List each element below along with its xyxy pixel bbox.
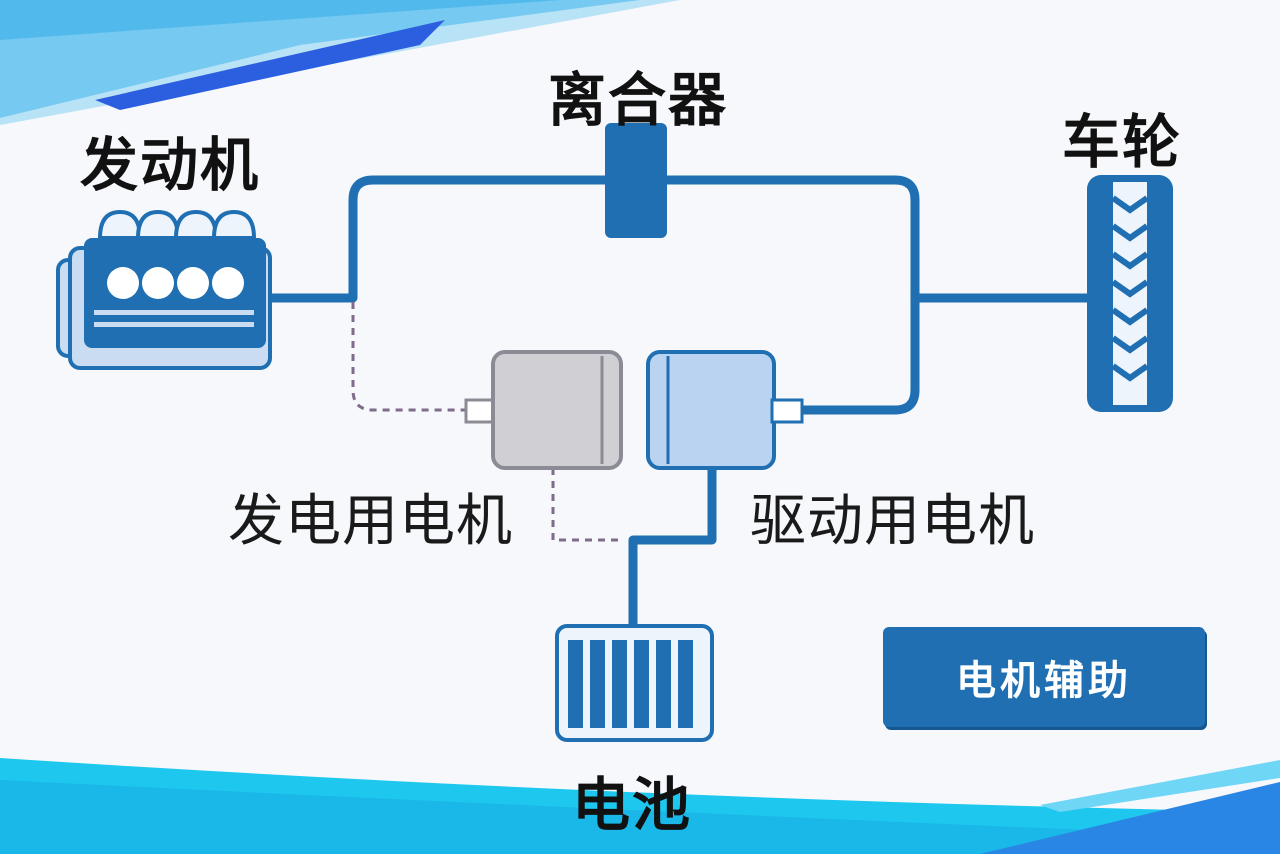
generator-links [351, 302, 620, 542]
wheel-label: 车轮 [1062, 108, 1183, 176]
engine-to-clutch-line [260, 175, 920, 415]
generator-motor-icon [464, 350, 623, 470]
drive-motor-icon [646, 350, 804, 470]
clutch-icon [605, 123, 667, 238]
engine-label: 发动机 [80, 131, 261, 199]
tire-icon [1087, 175, 1173, 412]
clutch-label: 离合器 [548, 66, 729, 134]
motor-assist-badge: 电机辅助 [883, 627, 1205, 727]
battery-label: 电池 [572, 771, 693, 839]
banner-bottom-decoration [0, 758, 1280, 854]
engine-to-generator-dashed-line [351, 302, 468, 412]
generator-to-battery-dashed-line [551, 468, 620, 542]
banner-top-decoration [0, 0, 680, 125]
mechanical-links [260, 175, 1095, 633]
battery-icon [555, 624, 714, 742]
drive-motor-label: 驱动用电机 [750, 489, 1035, 554]
generator-motor-label: 发电用电机 [228, 489, 513, 554]
drive-motor-to-battery-line [628, 463, 717, 633]
engine-icon [56, 209, 272, 370]
